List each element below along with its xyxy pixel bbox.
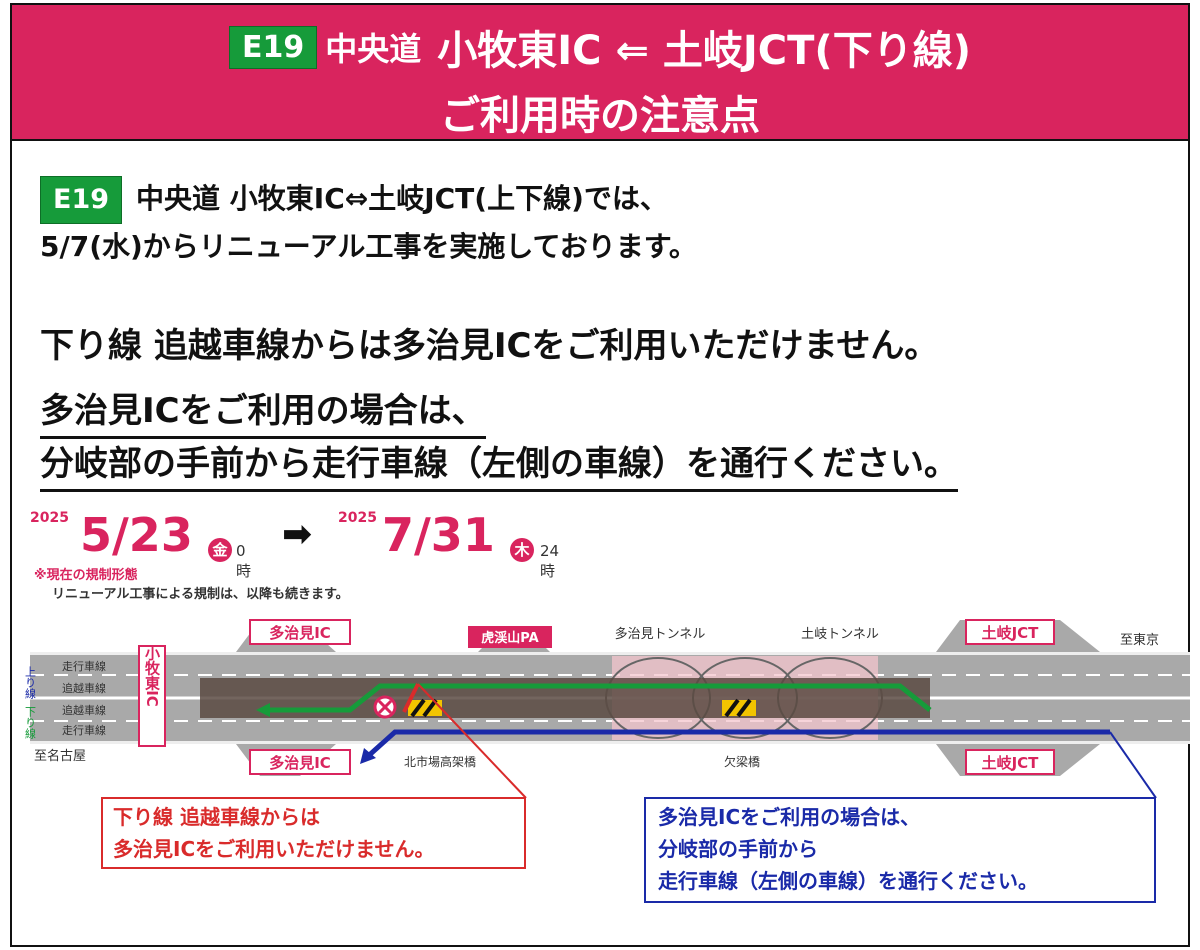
intro-line-1: E19 中央道 小牧東IC⇔土岐JCT(上下線)では、 (40, 176, 697, 224)
title-banner: E19 中央道 小牧東IC ⇐ 土岐JCT(下り線) ご利用時の注意点 (10, 3, 1190, 141)
toki-jct-top-label: 土岐JCT (982, 624, 1040, 642)
tajimi-ic-top-label: 多治見IC (269, 624, 331, 642)
guidance-line-1: 多治見ICをご利用の場合は、 (40, 386, 486, 439)
lane-label-1: 走行車線 (62, 659, 106, 673)
title-line: E19 中央道 小牧東IC ⇐ 土岐JCT(下り線) (12, 17, 1188, 77)
toki-jct-bottom-label: 土岐JCT (982, 754, 1040, 772)
barricade-stripe (724, 698, 740, 718)
no-entry-cross (377, 699, 393, 715)
blue-callout: 多治見ICをご利用の場合は、 分岐部の手前から 走行車線（左側の車線）を通行くだ… (644, 797, 1156, 903)
tajimi-ic-bottom-box (249, 749, 351, 775)
toki-jct-top-box (965, 619, 1055, 645)
blue-callout-line-2: 分岐部の手前から (658, 837, 818, 861)
green-route-arrow (256, 703, 270, 717)
tajimi-ic-top-box (249, 619, 351, 645)
end-year: 2025 (338, 510, 377, 526)
up-line-label: 上り線 (24, 666, 37, 699)
route-badge: E19 (229, 25, 318, 69)
end-day-of-week: 木 (510, 538, 534, 562)
intro-line-1-text: 中央道 小牧東IC⇔土岐JCT(上下線)では、 (136, 182, 668, 215)
kanasaki-bridge-label: 欠梁橋 (724, 754, 760, 769)
red-callout: 下り線 追越車線からは 多治見ICをご利用いただけません。 (101, 797, 526, 869)
red-callout-line-2: 多治見ICをご利用いただけません。 (113, 837, 435, 861)
lane-label-2: 追越車線 (62, 681, 106, 695)
end-time: 24時 (540, 542, 560, 580)
pa-box (468, 626, 552, 648)
start-year: 2025 (30, 510, 69, 526)
toki-tunnel-label: 土岐トンネル (801, 627, 879, 642)
barricade-stripe (422, 698, 438, 718)
to-nagoya-label: 至名古屋 (34, 748, 86, 764)
intro-line-2: 5/7(水)からリニューアル工事を実施しております。 (40, 230, 697, 263)
blue-route-line (364, 729, 1110, 760)
road-edge-top (30, 652, 1190, 655)
kitaichiba-bridge-label: 北市場高架橋 (404, 754, 476, 769)
barricade-stripe (410, 698, 426, 718)
regulation-note: ※現在の規制形態 リニューアル工事による規制は、以降も続きます。 (34, 566, 349, 604)
blue-callout-line-3: 走行車線（左側の車線）を通行ください。 (658, 869, 1038, 893)
blue-callout-line-1: 多治見ICをご利用の場合は、 (658, 805, 921, 829)
green-route-line (262, 683, 932, 713)
komaki-ic-label: 小牧東IC (143, 645, 161, 707)
end-date: 7/31 (382, 508, 495, 562)
road-edge-bottom (30, 741, 1190, 744)
arrow-right-icon: ➡ (282, 514, 313, 555)
regulation-note-line-2: リニューアル工事による規制は、以降も続きます。 (52, 587, 349, 602)
main-warning: 下り線 追越車線からは多治見ICをご利用いただけません。 (40, 326, 939, 366)
down-line-label: 下り線 (24, 706, 37, 739)
lane-label-4: 走行車線 (62, 723, 106, 737)
barricade-stripe (736, 698, 752, 718)
section-name: 小牧東IC ⇐ 土岐JCT(下り線) (437, 28, 971, 74)
guidance-text: 多治見ICをご利用の場合は、 分岐部の手前から走行車線（左側の車線）を通行くださ… (40, 386, 958, 492)
road-name: 中央道 (325, 30, 422, 68)
tajimi-tunnel-label: 多治見トンネル (615, 626, 706, 642)
page-subtitle: ご利用時の注意点 (440, 93, 760, 139)
regulation-note-line-1: ※現在の規制形態 (34, 568, 138, 583)
start-day-of-week: 金 (208, 538, 232, 562)
lane-label-3: 追越車線 (62, 703, 106, 717)
start-time: 0時 (236, 542, 252, 580)
komaki-ic-box (138, 645, 166, 747)
toki-jct-bottom-box (965, 749, 1055, 775)
intro-route-badge: E19 (40, 176, 123, 224)
road-diagram: 小牧東IC 多治見IC 多治見IC 虎渓山PA 土岐JCT 土岐JCT 多治見ト… (24, 619, 1190, 799)
intro-text: E19 中央道 小牧東IC⇔土岐JCT(上下線)では、 5/7(水)からリニューア… (40, 176, 697, 270)
start-date: 5/23 (80, 508, 193, 562)
kokeizan-pa-label: 虎渓山PA (481, 630, 538, 646)
blue-route-arrow (360, 748, 376, 764)
to-tokyo-label: 至東京 (1120, 632, 1159, 648)
blue-leader-line (1109, 731, 1157, 799)
red-callout-line-1: 下り線 追越車線からは (113, 805, 320, 829)
blocked-mark (402, 683, 420, 713)
red-leader-line (417, 683, 527, 799)
guidance-line-2: 分岐部の手前から走行車線（左側の車線）を通行ください。 (40, 439, 958, 492)
tajimi-ic-bottom-label: 多治見IC (269, 754, 331, 772)
